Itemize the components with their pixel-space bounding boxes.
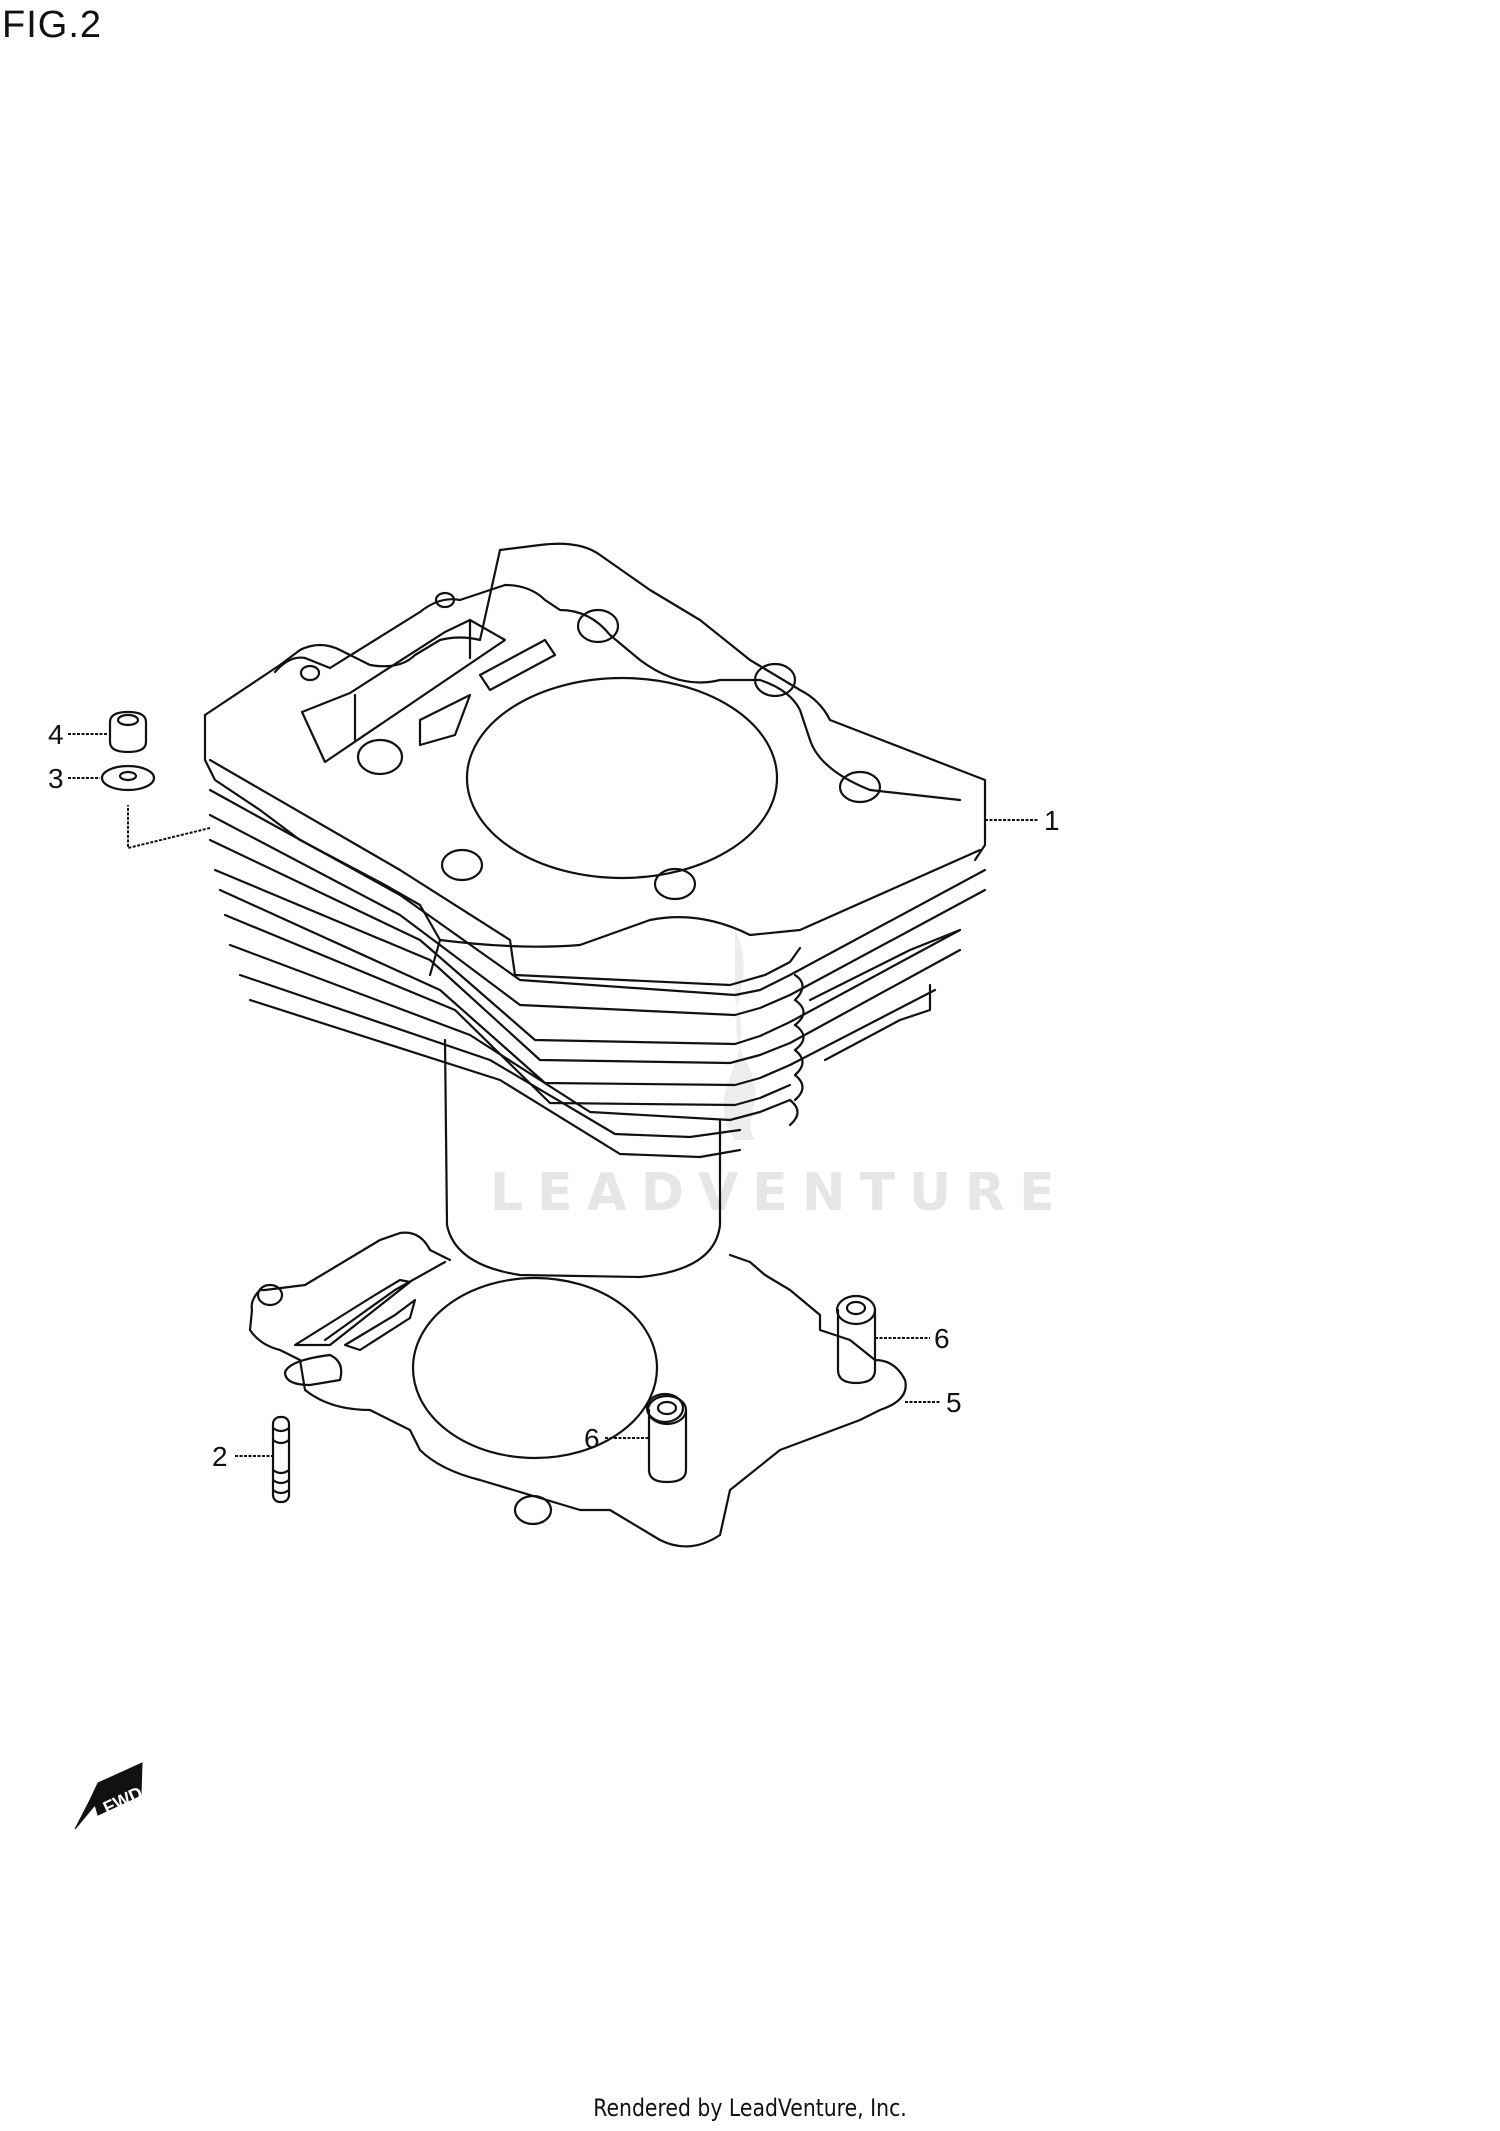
stud-part-2[interactable]: 2 bbox=[212, 1415, 291, 1504]
figure-title: FIG.2 bbox=[2, 4, 103, 46]
callout-5[interactable]: 5 bbox=[946, 1387, 962, 1418]
dowel-pin-part-6-right[interactable]: 6 bbox=[835, 1294, 950, 1385]
watermark-text: LEADVENTURE bbox=[490, 1163, 1069, 1223]
fwd-arrow-icon: FWD bbox=[74, 1762, 146, 1830]
cooling-fins bbox=[208, 758, 987, 1159]
footer-credit: Rendered by LeadVenture, Inc. bbox=[593, 2094, 907, 2122]
callout-6-right[interactable]: 6 bbox=[934, 1323, 950, 1354]
washer-part-3[interactable]: 3 bbox=[48, 763, 156, 794]
dowel-pin-part-6-center[interactable]: 6 bbox=[584, 1394, 688, 1484]
nut-part-4[interactable]: 4 bbox=[48, 710, 148, 754]
leadventure-watermark: LEADVENTURE bbox=[490, 930, 1069, 1223]
callout-1[interactable]: 1 bbox=[1044, 805, 1060, 836]
gasket-part-5[interactable]: 5 bbox=[248, 1231, 962, 1548]
callout-6-center[interactable]: 6 bbox=[584, 1423, 600, 1454]
callout-2[interactable]: 2 bbox=[212, 1441, 228, 1472]
cylinder-part-1[interactable]: 1 bbox=[203, 542, 1060, 1279]
leader-line-3-4 bbox=[127, 805, 211, 850]
callout-4[interactable]: 4 bbox=[48, 719, 64, 750]
callout-3[interactable]: 3 bbox=[48, 763, 64, 794]
